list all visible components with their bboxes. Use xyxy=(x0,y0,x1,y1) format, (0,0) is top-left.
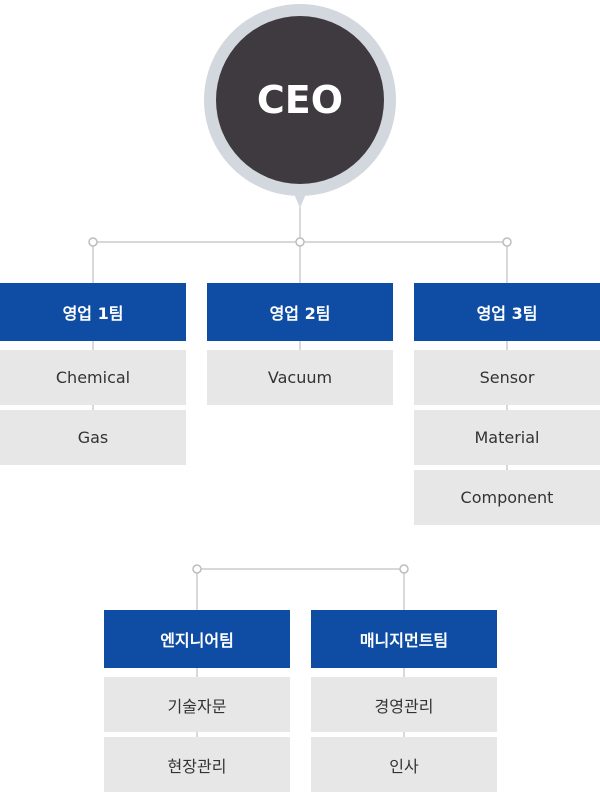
team-item-component: Component xyxy=(414,470,600,525)
team-item-hr: 인사 xyxy=(311,737,497,792)
team-item-gas: Gas xyxy=(0,410,186,465)
team-item-business-management: 경영관리 xyxy=(311,677,497,732)
team-header-engineer: 엔지니어팀 xyxy=(104,610,290,668)
connector-node-right xyxy=(502,237,512,247)
team-item-material: Material xyxy=(414,410,600,465)
connector-node-left xyxy=(88,237,98,247)
ceo-node: CEO xyxy=(216,16,384,184)
team-header-management: 매니지먼트팀 xyxy=(311,610,497,668)
team-item-site-management: 현장관리 xyxy=(104,737,290,792)
connector-node-bottom-left xyxy=(192,564,202,574)
team-header-sales-2: 영업 2팀 xyxy=(207,283,393,341)
team-item-tech-consulting: 기술자문 xyxy=(104,677,290,732)
team-item-vacuum: Vacuum xyxy=(207,350,393,405)
team-header-sales-3: 영업 3팀 xyxy=(414,283,600,341)
team-item-chemical: Chemical xyxy=(0,350,186,405)
ceo-label: CEO xyxy=(256,78,344,122)
team-item-sensor: Sensor xyxy=(414,350,600,405)
team-header-sales-1: 영업 1팀 xyxy=(0,283,186,341)
connector-node-bottom-right xyxy=(399,564,409,574)
connector-node-center xyxy=(295,237,305,247)
